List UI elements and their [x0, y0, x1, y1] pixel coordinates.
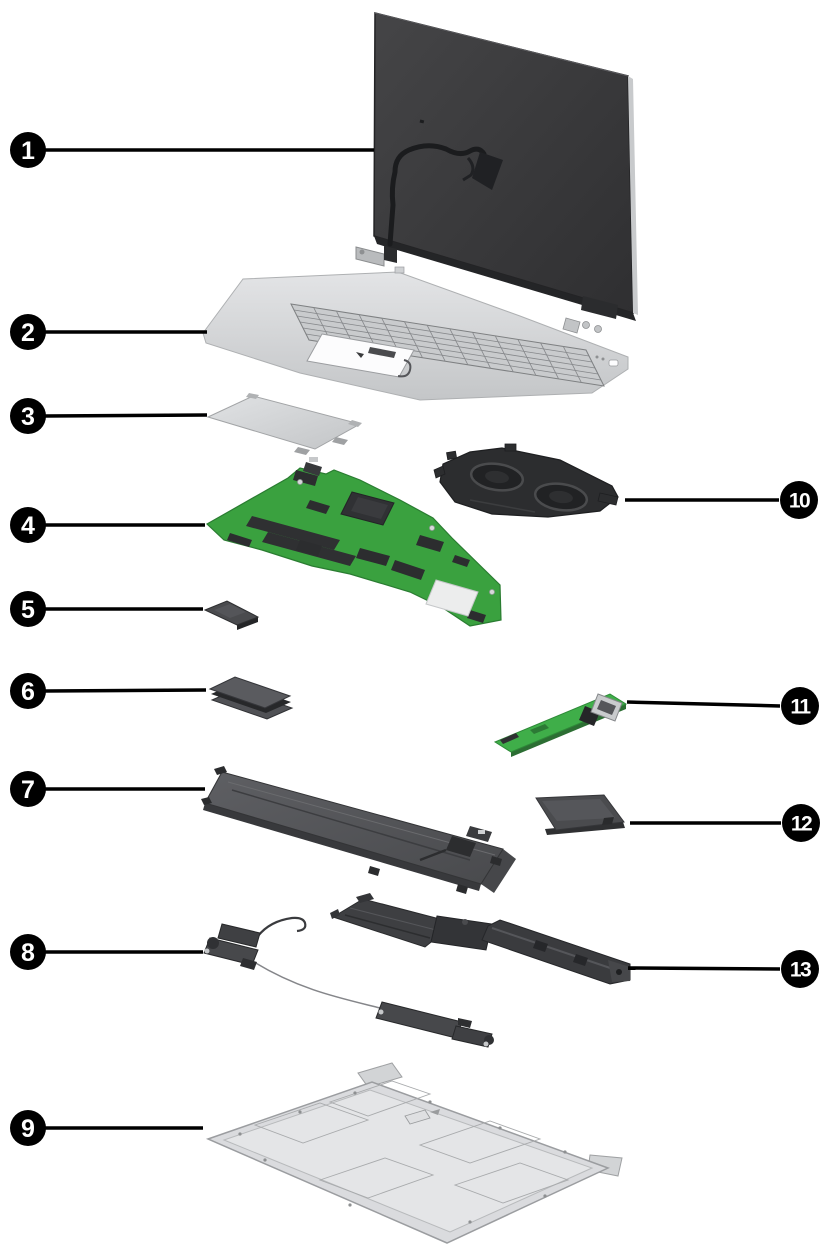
callout-5: 5 — [10, 591, 203, 627]
bottom-cover — [205, 1062, 623, 1244]
callout-12: 12 — [630, 804, 820, 842]
callout-4-number: 4 — [21, 512, 35, 540]
callout-13-number: 13 — [790, 959, 811, 982]
callout-13: 13 — [627, 950, 819, 988]
keyboard-grid — [293, 307, 602, 383]
callout-9-badge — [10, 1110, 46, 1146]
callout-10-badge — [780, 481, 818, 519]
top-cover-keyboard — [202, 266, 629, 401]
connector-board — [493, 693, 628, 757]
speaker-cable-loop — [257, 916, 307, 937]
callout-1-number: 1 — [21, 137, 35, 165]
shield-plate — [535, 794, 625, 835]
callout-13-badge — [781, 950, 819, 988]
callout-8-badge — [10, 934, 46, 970]
callout-10-number: 10 — [789, 490, 810, 513]
callout-9: 9 — [10, 1110, 203, 1146]
battery-connector — [446, 836, 476, 857]
callout-4: 4 — [10, 507, 205, 543]
callout-5-number: 5 — [21, 596, 35, 624]
display-assembly — [355, 12, 638, 334]
right-speaker — [375, 1001, 463, 1039]
shield-plates — [208, 676, 294, 720]
callout-1-badge — [10, 132, 46, 168]
callout-4-badge — [10, 507, 46, 543]
callout-13-leader-line — [627, 966, 781, 971]
display-edge-trim — [628, 76, 638, 315]
callout-7-number: 7 — [21, 776, 35, 804]
callout-11: 11 — [626, 687, 819, 725]
memory-slot — [246, 516, 340, 550]
callout-11-badge — [781, 687, 819, 725]
callout-1: 1 — [10, 132, 374, 168]
callout-3-badge — [10, 398, 46, 434]
callout-11-leader-line — [626, 700, 781, 708]
small-card-module — [203, 600, 260, 630]
callout-2-number: 2 — [21, 319, 35, 347]
callout-7: 7 — [10, 771, 205, 807]
callout-7-badge — [10, 771, 46, 807]
heat-pipe — [481, 919, 631, 985]
battery — [201, 766, 516, 894]
board-label — [425, 579, 479, 617]
display-cable-connector — [472, 152, 503, 190]
fan — [433, 443, 619, 518]
callout-8-number: 8 — [21, 939, 35, 967]
hinge-bracket — [357, 1062, 403, 1088]
touchpad-cable-curl — [397, 359, 412, 378]
callout-12-badge — [782, 804, 820, 842]
callout-6: 6 — [10, 673, 207, 709]
callout-5-badge — [10, 591, 46, 627]
callout-3-number: 3 — [21, 403, 35, 431]
heat-sink — [330, 893, 631, 985]
callout-6-badge — [10, 673, 46, 709]
system-board — [205, 457, 502, 627]
right-hinge — [581, 296, 618, 319]
display-cable — [387, 143, 487, 247]
speakers — [203, 916, 494, 1048]
board-ports — [303, 462, 322, 476]
callout-9-number: 9 — [21, 1115, 35, 1143]
callout-11-number: 11 — [790, 696, 811, 719]
callout-2: 2 — [10, 314, 207, 350]
callout-2-badge — [10, 314, 46, 350]
speaker-wire — [253, 961, 381, 1009]
callout-12-number: 12 — [791, 813, 812, 836]
callout-6-leader-line — [44, 688, 207, 693]
callout-8: 8 — [10, 934, 203, 970]
callout-3-leader-line — [44, 413, 208, 418]
touchpad — [206, 393, 362, 455]
callout-10: 10 — [625, 481, 818, 519]
left-hinge — [355, 246, 385, 267]
callout-3: 3 — [10, 398, 208, 434]
callout-6-number: 6 — [21, 678, 35, 706]
side-port — [608, 359, 619, 367]
